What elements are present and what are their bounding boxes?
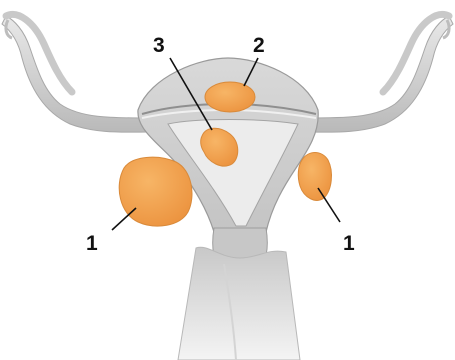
leader-line-1-right [318, 188, 340, 222]
vagina [178, 247, 300, 360]
lesion-left-ovary [119, 157, 192, 226]
right-fallopian-tube [305, 14, 453, 132]
label-1-right: 1 [343, 232, 355, 255]
lesion-right-ovary [298, 153, 331, 201]
label-1-left: 1 [86, 232, 98, 255]
label-3: 3 [153, 34, 165, 57]
label-2: 2 [253, 34, 265, 57]
left-fallopian-tube [2, 14, 150, 132]
lesion-fundus [205, 82, 255, 112]
